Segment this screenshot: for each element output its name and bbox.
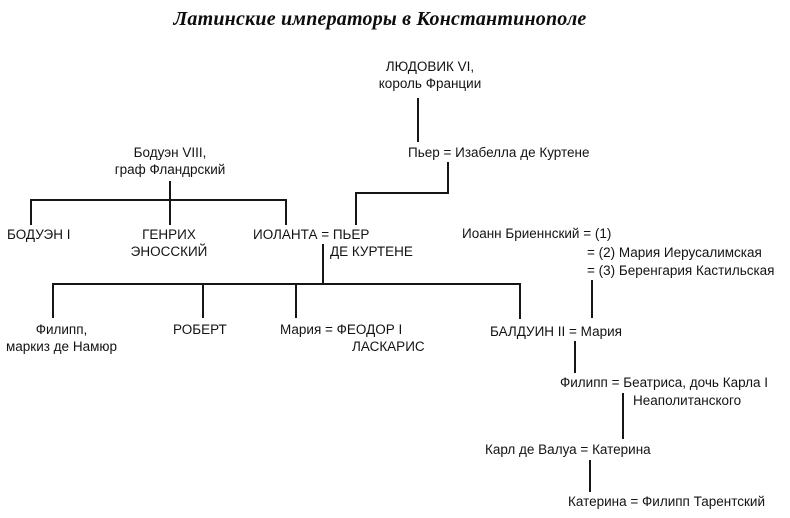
node-pier-izabella-line1: Пьер = Изабелла де Куртене — [408, 145, 590, 160]
node-filipp-namur-line1: Филипп, — [35, 322, 88, 337]
node-boduen-viii: Бодуэн VIII, граф Фландрский — [95, 144, 245, 178]
connector-filipp-marriage-drop — [622, 393, 624, 439]
node-robert: РОБЕРТ — [173, 322, 227, 337]
node-ludovik-vi-line1: ЛЮДОВИК VI, — [385, 59, 475, 74]
connector-boduen8-children-bar — [30, 199, 287, 201]
node-katerina-filipp-tarentskiy: Катерина = Филипп Тарентский — [568, 494, 765, 509]
connector-to-maria — [295, 283, 297, 318]
connector-berengaria-to-maria — [591, 280, 593, 318]
node-filipp-namur-line2: маркиз де Намюр — [6, 339, 117, 354]
node-genrih-enosskiy: ГЕНРИХ ЭНОССКИЙ — [119, 226, 219, 260]
connector-iolanta-marriage-drop — [322, 244, 324, 284]
connector-ludovik-to-pier — [417, 98, 419, 142]
connector-to-balduin-ii — [519, 283, 521, 319]
diagram-title: Латинские императоры в Константинополе — [173, 8, 587, 30]
connector-boduen8-drop — [169, 181, 171, 201]
node-boduen-viii-line2: граф Фландрский — [114, 162, 226, 177]
node-boduen-viii-line1: Бодуэн VIII, — [133, 145, 207, 160]
node-genrih-line2: ЭНОССКИЙ — [130, 244, 208, 259]
node-ioann-briennskiy-line3: = (3) Беренгария Кастильская — [587, 263, 775, 278]
node-boduen-i: БОДУЭН I — [7, 226, 70, 243]
node-genrih-line1: ГЕНРИХ — [142, 227, 196, 242]
connector-pier-horizontal — [355, 192, 449, 194]
node-maria-feodor-line2: ЛАСКАРИС — [352, 339, 425, 354]
connector-to-pier-de-kurtene — [355, 192, 357, 225]
node-ludovik-vi-line2: король Франции — [378, 76, 482, 91]
node-boduen-i-line1: БОДУЭН I — [7, 227, 71, 242]
node-filipp-beatrisa-line2: Неаполитанского — [633, 393, 742, 408]
node-ludovik-vi: ЛЮДОВИК VI, король Франции — [350, 58, 510, 92]
connector-iolanta-children-bar — [52, 283, 521, 285]
connector-to-boduen-i — [30, 199, 32, 225]
connector-to-iolanta — [285, 199, 287, 225]
node-ioann-briennskiy-line1: Иоанн Бриеннский = (1) — [462, 226, 612, 241]
node-iolanta-pier-line2: ДЕ КУРТЕНЕ — [330, 244, 413, 259]
node-balduin-ii-maria: БАЛДУИН II = Мария — [490, 324, 622, 339]
node-filipp-beatrisa-line1: Филипп = Беатриса, дочь Карла I — [560, 375, 769, 390]
connector-balduin-marriage-drop — [574, 341, 576, 373]
node-karl-valua-katerina: Карл де Валуа = Катерина — [485, 442, 651, 457]
node-iolanta-pier-line1: ИОЛАНТА = ПЬЕР — [253, 227, 370, 242]
connector-to-genrih — [169, 199, 171, 225]
node-maria-feodor-line1: Мария = ФЕОДОР I — [280, 322, 403, 337]
connector-to-robert — [202, 283, 204, 318]
connector-karl-marriage-drop — [589, 460, 591, 492]
connector-to-filipp-namur — [52, 283, 54, 318]
connector-pier-marriage-drop — [447, 162, 449, 194]
node-pier-izabella: Пьер = Изабелла де Куртене — [408, 144, 590, 161]
node-filipp-namur: Филипп, маркиз де Намюр — [4, 321, 119, 355]
node-ioann-briennskiy-line2: = (2) Мария Иерусалимская — [587, 245, 762, 260]
